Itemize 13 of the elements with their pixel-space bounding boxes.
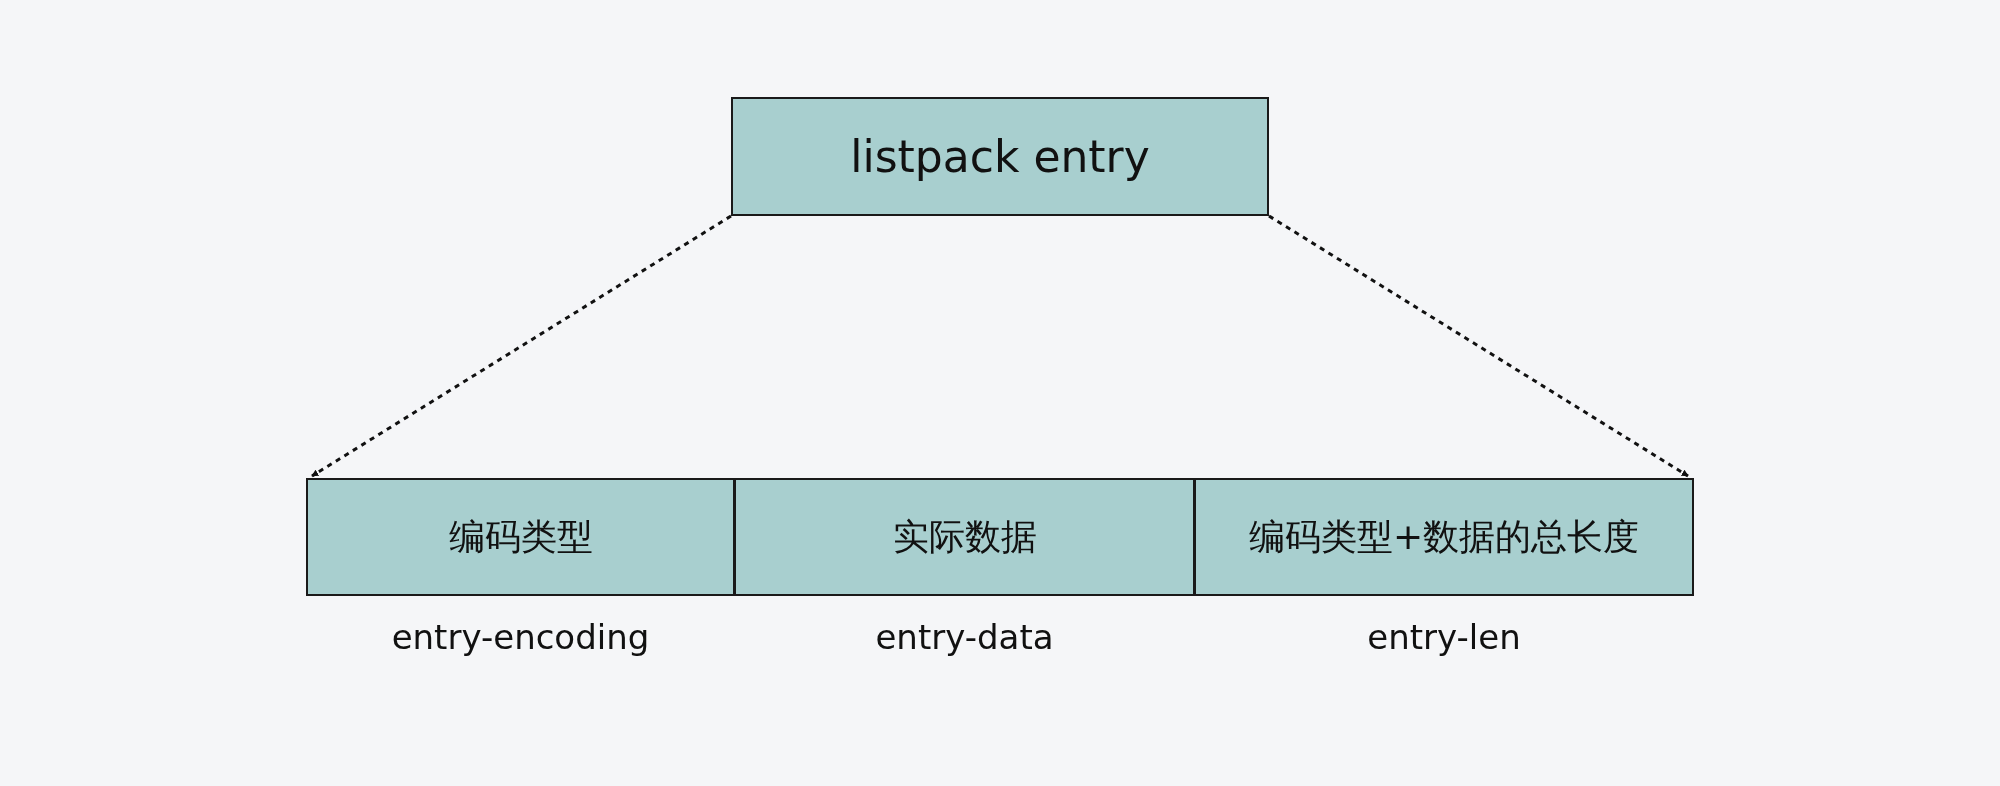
box-label: 编码类型 bbox=[448, 515, 593, 559]
box-label: listpack entry bbox=[850, 129, 1150, 184]
field-box bbox=[1194, 478, 1694, 596]
field-box bbox=[731, 97, 1269, 216]
dashed-arrow bbox=[1268, 214, 1689, 478]
field-name: entry-len bbox=[1367, 616, 1521, 659]
box-label: 实际数据 bbox=[892, 515, 1037, 559]
box-label: 编码类型+数据的总长度 bbox=[1248, 515, 1640, 559]
field-name: entry-encoding bbox=[391, 616, 650, 659]
field-box bbox=[306, 478, 735, 596]
field-name: entry-data bbox=[875, 616, 1054, 659]
field-box bbox=[734, 478, 1195, 596]
dashed-arrow bbox=[311, 214, 732, 478]
